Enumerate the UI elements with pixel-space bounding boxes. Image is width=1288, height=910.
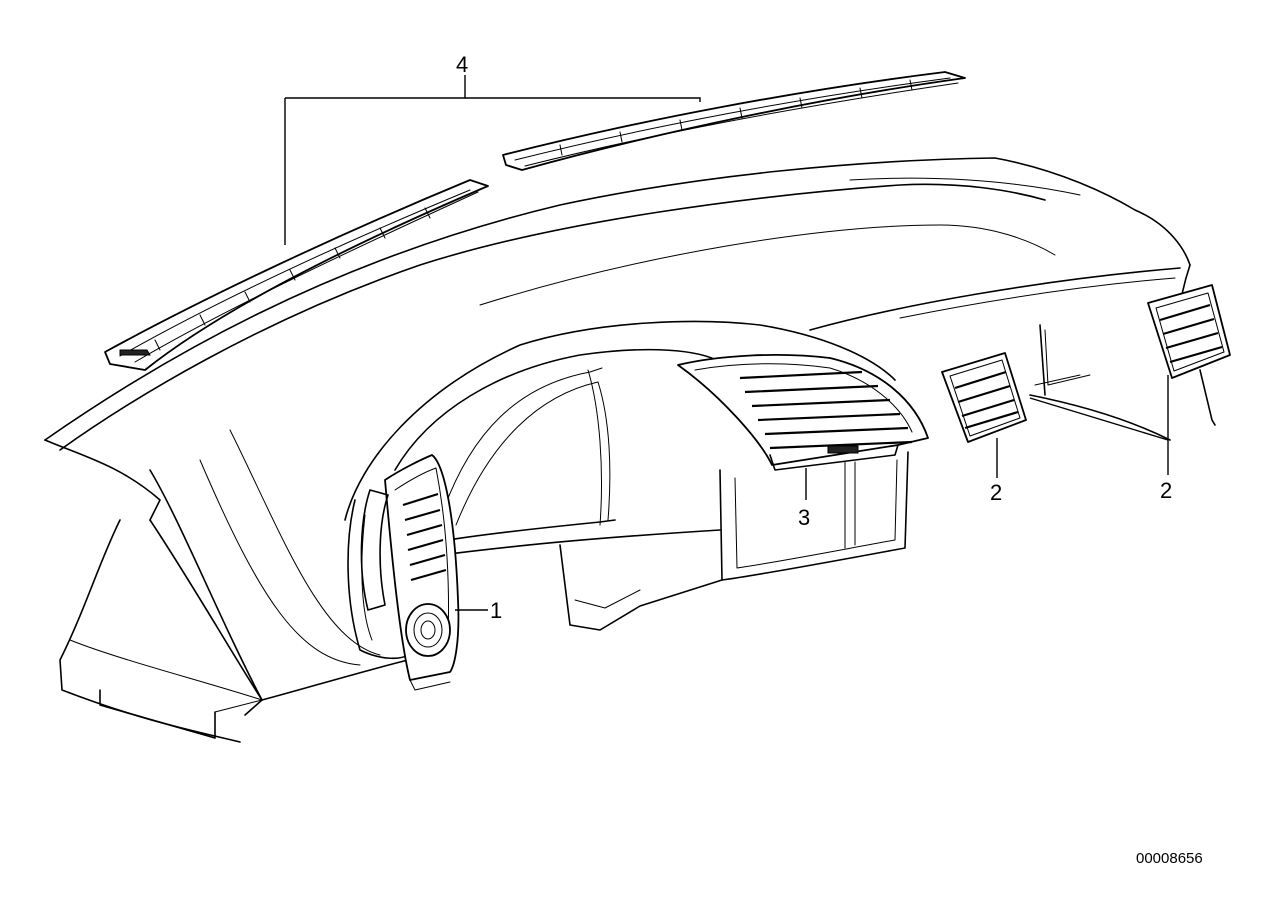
left-side-vent — [360, 454, 460, 691]
right-vent-inner — [941, 352, 1027, 443]
center-vent — [677, 354, 929, 471]
leader-4-right — [465, 97, 701, 102]
leader-lines — [284, 75, 1169, 611]
dashboard-body — [44, 157, 1216, 743]
callout-2-left: 2 — [990, 480, 1002, 505]
right-vent-outer — [1147, 284, 1231, 379]
leader-4-left — [284, 75, 466, 245]
callout-3: 3 — [798, 505, 810, 530]
defroster-grille-right — [502, 71, 966, 171]
document-number: 00008656 — [1136, 850, 1203, 867]
callout-4: 4 — [456, 52, 468, 77]
defroster-grille-left — [104, 179, 489, 371]
callout-2-right: 2 — [1160, 478, 1172, 503]
callout-1: 1 — [490, 598, 502, 623]
leader-2-shared — [1029, 397, 1169, 441]
